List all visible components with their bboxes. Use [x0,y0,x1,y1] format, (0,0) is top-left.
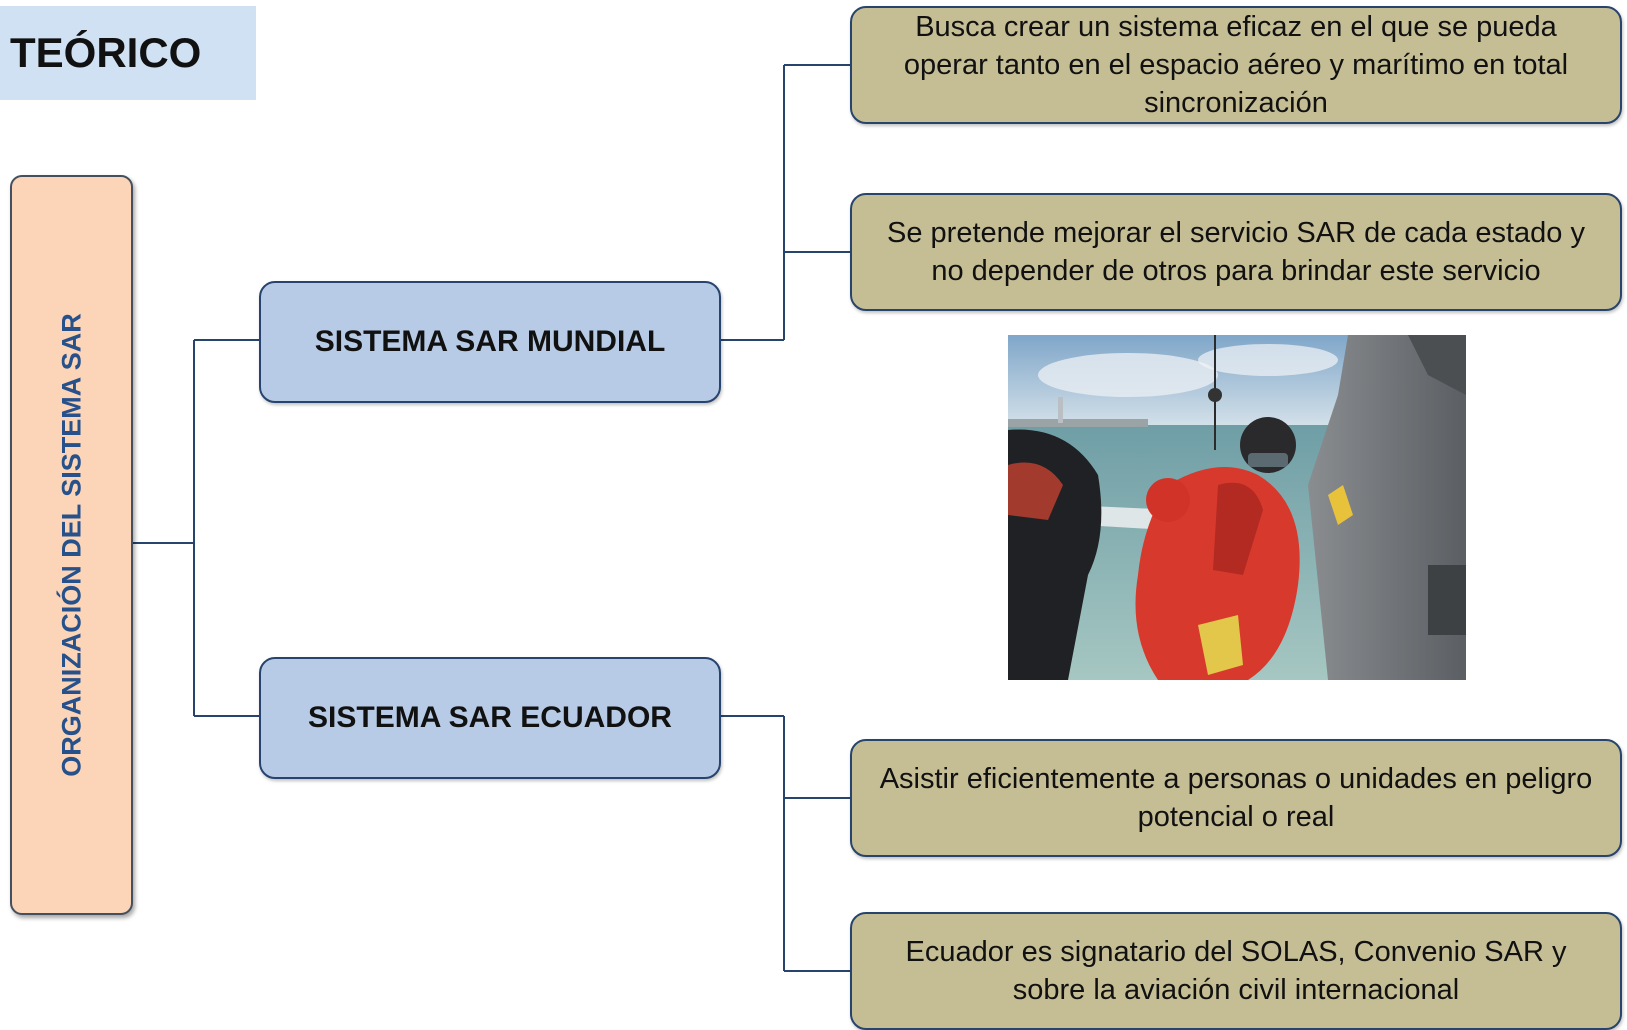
leaf-node-mundial-2: Se pretende mejorar el servicio SAR de c… [850,193,1622,311]
branch-node-mundial: SISTEMA SAR MUNDIAL [259,281,721,403]
leaf-node-text: Se pretende mejorar el servicio SAR de c… [887,217,1585,287]
leaf-node-text: Asistir eficientemente a personas o unid… [879,763,1593,833]
root-node: ORGANIZACIÓN DEL SISTEMA SAR [10,175,133,915]
leaf-node-text: Busca crear un sistema eficaz en el que … [903,11,1569,119]
rescue-photo [1008,335,1466,680]
branch-node-label: SISTEMA SAR ECUADOR [308,701,672,734]
branch-node-label: SISTEMA SAR MUNDIAL [314,325,666,358]
leaf-node-mundial-1: Busca crear un sistema eficaz en el que … [850,6,1622,124]
leaf-node-ecuador-1: Asistir eficientemente a personas o unid… [850,739,1622,857]
leaf-node-ecuador-2: Ecuador es signatario del SOLAS, Conveni… [850,912,1622,1030]
leaf-node-text: Ecuador es signatario del SOLAS, Conveni… [905,936,1567,1006]
root-node-label: ORGANIZACIÓN DEL SISTEMA SAR [56,313,86,777]
rescue-photo-illustration [1008,335,1466,680]
page-title-text: TEÓRICO [10,29,202,76]
page-title: TEÓRICO [0,6,256,100]
branch-node-ecuador: SISTEMA SAR ECUADOR [259,657,721,779]
